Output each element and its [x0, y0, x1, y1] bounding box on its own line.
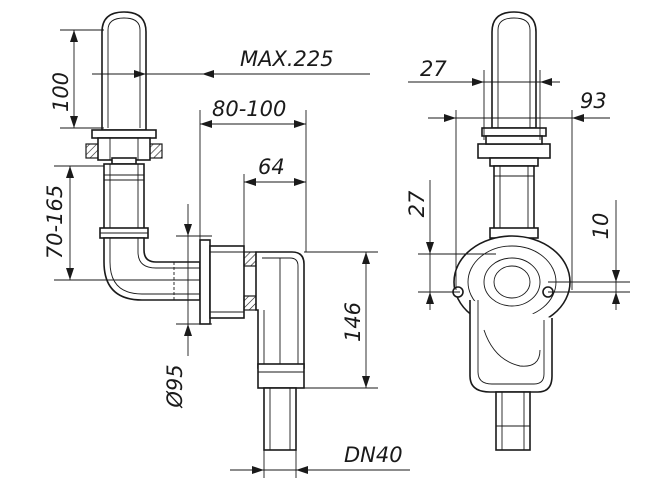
dimension-width-27: 27 [420, 57, 447, 81]
dimension-height-146: 146 [341, 302, 365, 342]
dimension-width-93: 93 [580, 89, 607, 113]
dimension-wall-distance: 80-100 [212, 97, 286, 121]
dimension-height-range: 70-165 [43, 185, 67, 259]
dimension-outlet-size: DN40 [344, 443, 403, 467]
dimension-height-10: 10 [589, 213, 613, 240]
dimension-max-length: MAX.225 [240, 47, 334, 71]
dimension-top-length: 100 [49, 72, 73, 112]
dimension-diameter-95: Ø95 [163, 364, 187, 408]
front-view-dimension-lines [408, 70, 630, 310]
dimension-height-27: 27 [405, 190, 429, 217]
dimension-width-64: 64 [258, 155, 285, 179]
side-view-dimension-lines [54, 29, 410, 478]
front-view [452, 11, 571, 451]
side-view [85, 11, 305, 451]
